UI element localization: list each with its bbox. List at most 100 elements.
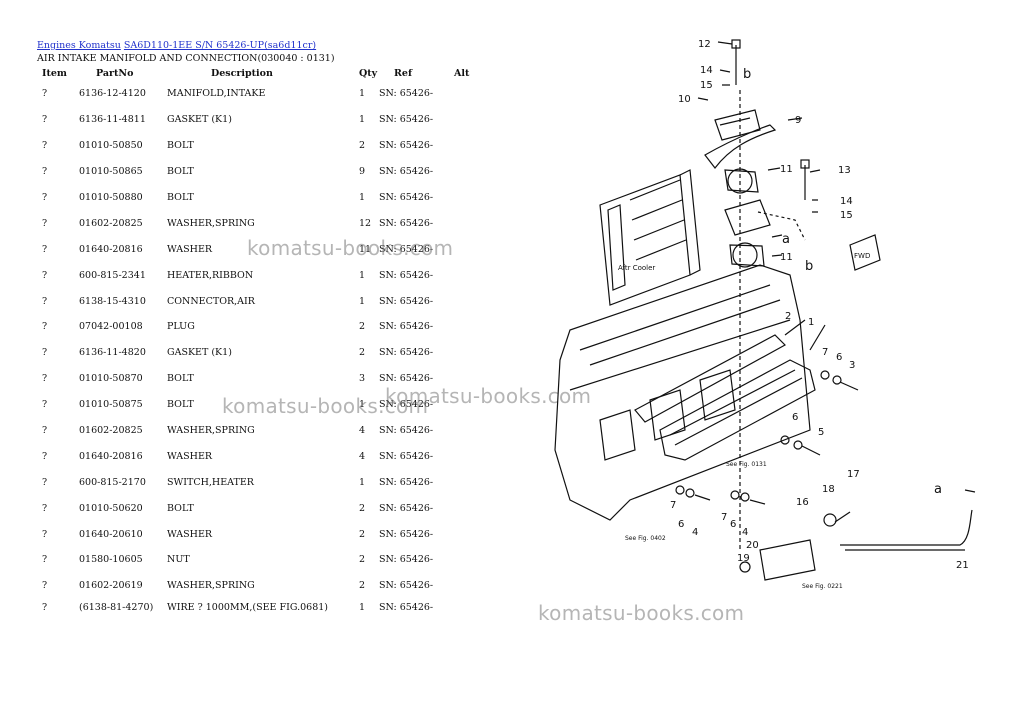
- cell-alt: [454, 81, 474, 107]
- cell-item: ?: [42, 269, 48, 281]
- cell-partno: 600-815-2341: [79, 269, 146, 281]
- header-item: Item: [42, 67, 67, 79]
- cell-description: BOLT: [167, 166, 194, 178]
- cell-item: ?: [42, 217, 48, 229]
- callout: 13: [838, 165, 851, 176]
- cell-qty: 9: [359, 166, 366, 178]
- cell-ref: SN: 65426-: [379, 425, 434, 437]
- cell-ref: SN: 65426-: [379, 217, 434, 229]
- cell-description: BOLT: [167, 140, 194, 152]
- table-row: ? 6138-15-4310 CONNECTOR,AIR 1 SN: 65426-: [30, 288, 474, 314]
- cell-ref: SN: 65426-: [379, 295, 434, 307]
- cell-alt: [454, 210, 474, 236]
- cell-alt: [454, 495, 474, 521]
- callout: 15: [840, 210, 853, 221]
- cell-qty: 1: [359, 192, 366, 203]
- cell-partno: 01580-10605: [79, 554, 143, 566]
- cell-item: ?: [42, 399, 48, 411]
- watermark: komatsu-books.com: [385, 384, 592, 408]
- callout: a: [934, 482, 942, 497]
- callout: 14: [840, 196, 853, 207]
- callout: 7: [670, 500, 676, 511]
- header-ref: Ref: [394, 67, 413, 79]
- cell-description: CONNECTOR,AIR: [167, 295, 255, 307]
- cell-ref: SN: 65426-: [379, 347, 434, 359]
- cell-partno: 6136-11-4811: [79, 114, 146, 126]
- cell-description: MANIFOLD,INTAKE: [167, 88, 266, 100]
- cell-partno: 01010-50870: [79, 373, 143, 385]
- cell-alt: [454, 133, 474, 159]
- cell-alt: [454, 443, 474, 469]
- breadcrumb-link-engines[interactable]: Engines Komatsu: [37, 40, 121, 51]
- cell-item: ?: [42, 450, 48, 462]
- cell-alt: [454, 469, 474, 495]
- ref-label: See Fig. 0402: [625, 535, 666, 542]
- table-header-row: Item PartNo Description Qty Ref Alt: [30, 65, 474, 81]
- header-alt: Alt: [454, 67, 470, 79]
- callout: 11: [780, 252, 793, 263]
- cell-ref: SN: 65426-: [379, 114, 434, 126]
- cell-item: ?: [42, 321, 48, 333]
- callout: 2: [785, 311, 791, 322]
- cell-alt: [454, 340, 474, 366]
- header-partno: PartNo: [96, 67, 134, 79]
- cell-partno: 01010-50880: [79, 192, 143, 203]
- fwd-label: FWD: [854, 252, 870, 260]
- cell-partno: 01010-50850: [79, 140, 143, 152]
- cell-qty: 4: [359, 450, 366, 462]
- cell-ref: SN: 65426-: [379, 88, 434, 100]
- cell-ref: SN: 65426-: [379, 166, 434, 178]
- callout: a: [782, 232, 790, 247]
- cell-item: ?: [42, 528, 48, 540]
- callout: 20: [746, 540, 759, 551]
- callout: 6: [836, 352, 842, 363]
- cell-qty: 2: [359, 528, 366, 540]
- cell-partno: 6138-15-4310: [79, 295, 146, 307]
- callout: b: [805, 259, 813, 274]
- cell-qty: 2: [359, 140, 366, 152]
- breadcrumb-link-model[interactable]: SA6D110-1EE S/N 65426-UP(sa6d11cr): [123, 40, 317, 51]
- cell-description: WASHER: [167, 243, 213, 255]
- cell-ref: SN: 65426-: [379, 192, 434, 203]
- cell-qty: 2: [359, 580, 366, 592]
- callout: 1: [808, 317, 814, 328]
- cell-partno: 01602-20825: [79, 425, 143, 437]
- cell-qty: 1: [359, 269, 366, 281]
- callout: 17: [847, 469, 860, 480]
- cell-qty: 1: [359, 295, 366, 307]
- cell-item: ?: [42, 243, 48, 255]
- cell-ref: SN: 65426-: [379, 602, 434, 614]
- cell-partno: (6138-81-4270): [79, 602, 154, 614]
- cell-item: ?: [42, 140, 48, 152]
- cell-description: SWITCH,HEATER: [167, 476, 254, 488]
- cell-ref: SN: 65426-: [379, 528, 434, 540]
- header-description: Description: [211, 67, 273, 79]
- ref-label: See Fig. 0131: [726, 461, 767, 468]
- cell-description: BOLT: [167, 373, 194, 385]
- cell-alt: [454, 314, 474, 340]
- cell-partno: 01010-50620: [79, 502, 143, 514]
- cell-description: WASHER,SPRING: [167, 425, 255, 437]
- cell-item: ?: [42, 295, 48, 307]
- cell-ref: SN: 65426-: [379, 580, 434, 592]
- cell-description: GASKET (K1): [167, 114, 232, 126]
- watermark: komatsu-books.com: [222, 394, 429, 418]
- cell-description: WASHER,SPRING: [167, 580, 255, 592]
- cell-item: ?: [42, 602, 48, 614]
- cell-alt: [454, 547, 474, 573]
- callout: 19: [737, 553, 750, 564]
- cell-alt: [454, 159, 474, 185]
- callout: 12: [698, 39, 711, 50]
- callout: 21: [956, 560, 969, 571]
